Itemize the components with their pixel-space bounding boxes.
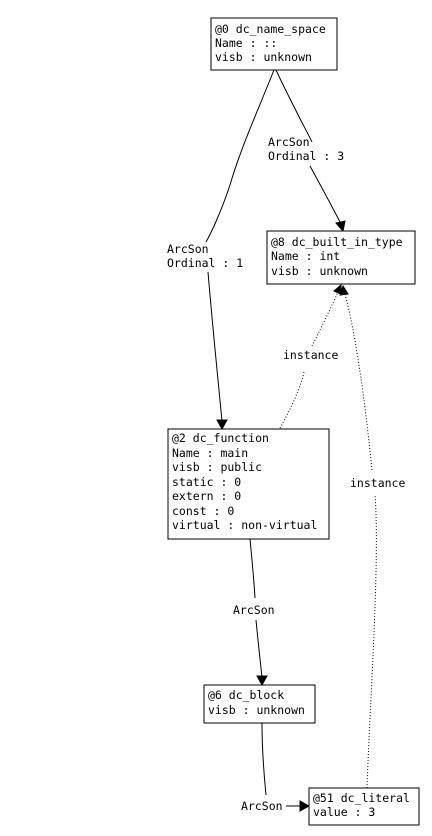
node-box — [203, 684, 316, 724]
node-dc-literal: @51 dc_literal value : 3 — [308, 787, 420, 826]
node-line: visb : unknown — [271, 264, 368, 278]
node-box — [210, 17, 338, 71]
edge-arcson-ordinal-3: ArcSon Ordinal : 3 — [268, 69, 346, 233]
node-dc-function: @2 dc_function Name : main visb : public… — [167, 428, 330, 540]
node-box — [167, 428, 330, 540]
arrowhead — [256, 675, 268, 687]
edge-instance-function-to-type: instance — [279, 283, 342, 429]
node-line: visb : unknown — [208, 703, 305, 717]
edge-arcson-block-to-literal: ArcSon — [241, 722, 311, 813]
edge-label-line: instance — [350, 476, 405, 490]
arrowhead — [299, 800, 311, 812]
node-dc-built-in-type: @8 dc_built_in_type Name : int visb : un… — [266, 230, 416, 285]
arrowhead — [335, 220, 346, 233]
node-line: visb : public — [172, 460, 262, 474]
node-line: const : 0 — [172, 504, 234, 518]
node-box — [308, 787, 420, 826]
node-dc-block: @6 dc_block visb : unknown — [203, 684, 316, 724]
edge-instance-literal-to-type: instance — [339, 284, 405, 789]
edge-label-line: instance — [283, 348, 338, 362]
node-line: @51 dc_literal — [313, 791, 410, 805]
node-line: Name : :: — [215, 36, 277, 50]
edge-label-line: ArcSon — [241, 799, 283, 813]
edge-label-line: ArcSon — [268, 135, 310, 149]
node-line: @8 dc_built_in_type — [271, 235, 403, 249]
arrowhead — [339, 284, 349, 296]
node-line: Name : int — [271, 249, 340, 263]
node-line: Name : main — [172, 446, 248, 460]
edge-label-line: ArcSon — [233, 603, 275, 617]
edge-label-line: Ordinal : 3 — [268, 149, 344, 163]
node-dc-name-space: @0 dc_name_space Name : :: visb : unknow… — [210, 17, 338, 71]
node-line: @6 dc_block — [208, 688, 284, 702]
node-line: static : 0 — [172, 475, 241, 489]
node-line: extern : 0 — [172, 489, 241, 503]
arrowhead — [333, 283, 342, 295]
node-line: virtual : non-virtual — [172, 518, 317, 532]
edge-arcson-ordinal-1: ArcSon Ordinal : 1 — [167, 69, 275, 431]
node-line: visb : unknown — [215, 50, 312, 64]
node-line: @2 dc_function — [172, 431, 269, 445]
node-box — [266, 230, 416, 285]
arrowhead — [216, 419, 228, 431]
edge-arcson-function-to-block: ArcSon — [233, 538, 275, 687]
node-line: value : 3 — [313, 805, 375, 819]
edge-label-line: Ordinal : 1 — [167, 256, 243, 270]
edge-label-line: ArcSon — [167, 242, 209, 256]
node-line: @0 dc_name_space — [215, 22, 326, 36]
